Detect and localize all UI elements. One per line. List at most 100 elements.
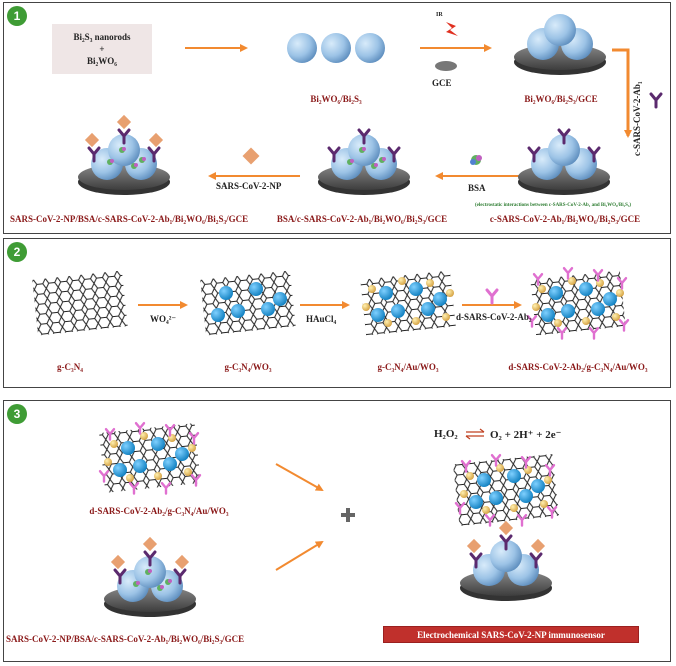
- au-particle: [442, 313, 450, 321]
- antibody-icon: [190, 474, 202, 487]
- antibody-icon: [188, 432, 200, 445]
- wo3-particle: [371, 308, 385, 322]
- wo3-particle: [151, 437, 165, 451]
- wo3-particle: [477, 473, 491, 487]
- sphere: [548, 134, 580, 166]
- au-particle: [384, 319, 392, 327]
- wo3-particle: [591, 302, 605, 316]
- starting-materials-box: Bi₂S₃ nanorods + Bi₂WO₆: [52, 24, 152, 74]
- antibody-icon: [529, 552, 543, 569]
- panel-1-badge: 1: [7, 6, 27, 26]
- wo3-particle: [121, 441, 135, 455]
- wo3-particle: [541, 308, 555, 322]
- plus-icon: [341, 508, 355, 522]
- label-np: SARS-CoV-2-NP: [216, 181, 282, 191]
- antibody-icon: [544, 464, 556, 477]
- wo3-particle: [133, 459, 147, 473]
- label-np-gce: SARS-CoV-2-NP/BSA/c-SARS-CoV-2-Ab₁/Bi₂WO…: [10, 214, 249, 224]
- au-particle: [554, 319, 562, 327]
- electrode-bsa-gce: [318, 128, 410, 195]
- bsa-dot: [160, 585, 164, 589]
- au-particle: [510, 504, 518, 512]
- ab2-gcn-au-wo3-sheet: [526, 267, 630, 340]
- antibody-icon: [160, 482, 172, 495]
- antibody-ab1-icon: [649, 92, 663, 109]
- au-particle: [126, 474, 134, 482]
- antibody-icon: [134, 422, 146, 435]
- au-particle: [616, 289, 624, 297]
- electrode-bi2wo6-bi2s3-gce: [514, 14, 606, 75]
- au-particle: [104, 458, 112, 466]
- label-gce: GCE: [432, 78, 452, 88]
- wo3-particle: [113, 463, 127, 477]
- antibody-icon: [562, 267, 574, 280]
- gcn-sheet: [32, 270, 128, 336]
- au-particle: [426, 279, 434, 287]
- electrode-np-gce: [78, 114, 170, 195]
- antibody-icon: [469, 552, 483, 569]
- label-panel3-sheet: d-SARS-CoV-2-Ab₂/g-C₃N₄/Au/WO₃: [89, 506, 229, 516]
- np-diamond-icon: [242, 147, 260, 165]
- bsa-dot: [382, 157, 386, 161]
- reaction-right: O₂ + 2H⁺ + 2e⁻: [490, 429, 562, 441]
- antibody-icon: [527, 146, 541, 163]
- panel3-ab2-sheet: [98, 422, 202, 495]
- panel-3-badge: 3: [7, 404, 27, 424]
- sphere: [544, 14, 576, 46]
- antibody-icon: [592, 269, 604, 282]
- antibody-icon: [556, 327, 568, 340]
- sensor-title-box: Electrochemical SARS-CoV-2-NP immunosens…: [383, 626, 639, 643]
- np-diamond-icon: [174, 554, 190, 570]
- antibody-icon: [557, 128, 571, 145]
- bsa-icon: [470, 155, 482, 165]
- sandwich-ab2-sheet: [453, 453, 559, 527]
- gcn-mesh: [99, 423, 201, 493]
- au-particle: [532, 303, 540, 311]
- np-diamond-icon: [142, 536, 158, 552]
- antibody-icon: [104, 428, 116, 441]
- antibody-icon: [117, 128, 131, 145]
- wo3-particle: [211, 308, 225, 322]
- gcn-wo3-sheet: [200, 270, 296, 336]
- np-diamond-icon: [116, 114, 132, 130]
- wo3-particle: [231, 304, 245, 318]
- electrode-ab1-gce: [518, 128, 610, 195]
- panel-2-badge: 2: [7, 242, 27, 262]
- antibody-icon: [98, 470, 110, 483]
- label-gcn-au-wo3: g-C₃N₄/Au/WO₃: [377, 362, 439, 372]
- label-bsa-gce: BSA/c-SARS-CoV-2-Ab₁/Bi₂WO₆/Bi₂S₃/GCE: [276, 214, 448, 224]
- label-ab1-gce: c-SARS-CoV-2-Ab₁/Bi₂WO₆/Bi₂S₃/GCE: [489, 214, 641, 224]
- wo3-particle: [379, 286, 393, 300]
- au-particle: [446, 289, 454, 297]
- bsa-dot: [148, 569, 152, 573]
- arrow-gce-to-ab1: [612, 48, 632, 138]
- arrow-electrode-to-plus: [275, 540, 324, 571]
- bsa-dot: [350, 159, 354, 163]
- label-panel3-electrode: SARS-CoV-2-NP/BSA/c-SARS-CoV-2-Ab₁/Bi₂WO…: [6, 634, 245, 644]
- np-diamond-icon: [110, 554, 126, 570]
- start-plus: +: [99, 44, 105, 54]
- au-particle: [110, 440, 118, 448]
- au-particle: [582, 317, 590, 325]
- wo3-particle: [421, 302, 435, 316]
- antibody-icon: [532, 273, 544, 286]
- au-particle: [544, 476, 552, 484]
- np-diamond-icon: [148, 132, 164, 148]
- reaction-left: H₂O₂: [434, 428, 458, 440]
- label-ab2-final: d-SARS-CoV-2-Ab₂/g-C₃N₄/Au/WO₃: [508, 362, 648, 372]
- au-particle: [398, 277, 406, 285]
- panel3-np-electrode: [104, 536, 196, 617]
- antibody-icon: [327, 146, 341, 163]
- np-diamond-icon: [530, 538, 546, 554]
- label-gcn-wo3: g-C₃N₄/WO₃: [224, 362, 272, 372]
- label-gcn: g-C₃N₄: [57, 362, 83, 372]
- ir-lightning-icon: [446, 22, 458, 36]
- label-modified-gce: Bi₂WO₆/Bi₂S₃/GCE: [524, 94, 598, 104]
- wo3-particle: [219, 286, 233, 300]
- antibody-icon: [616, 277, 628, 290]
- au-particle: [362, 303, 370, 311]
- antibody-icon: [460, 460, 472, 473]
- antibody-icon: [484, 514, 496, 527]
- wo3-particle: [507, 469, 521, 483]
